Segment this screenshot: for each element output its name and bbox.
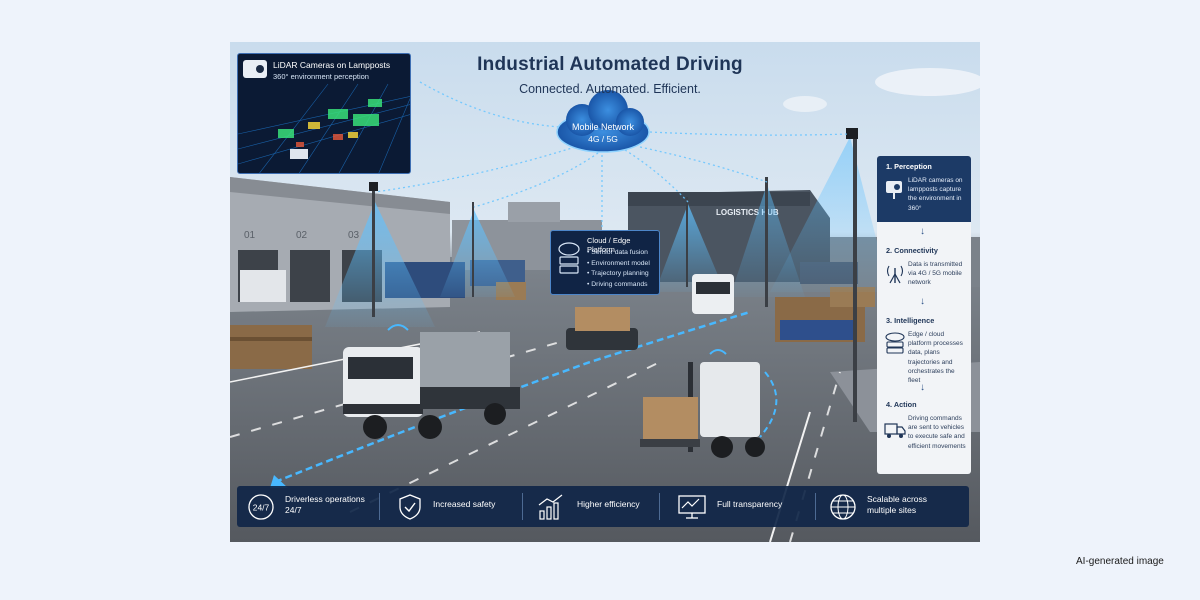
feature-efficiency: Higher efficiency <box>537 486 657 527</box>
lidar-panel: LiDAR Cameras on Lampposts 360° environm… <box>237 53 411 174</box>
lidar-camera-icon <box>886 181 902 199</box>
mobile-network-subtitle: 4G / 5G <box>588 134 618 144</box>
process-steps-panel: 1. Perception LiDAR cameras on lampposts… <box>877 156 971 474</box>
step-perception: 1. Perception LiDAR cameras on lampposts… <box>877 156 971 222</box>
step-title: 2. Connectivity <box>886 246 938 255</box>
monitor-chart-icon <box>678 495 706 519</box>
edge-platform-item: • Sensor data fusion <box>587 249 648 256</box>
step-title: 3. Intelligence <box>886 316 935 325</box>
feature-label: Full transparency <box>717 499 783 509</box>
feature-divider <box>379 493 380 520</box>
step-text: Driving commands are sent to vehicles to… <box>908 415 966 450</box>
mobile-network-cloud-icon <box>556 90 650 153</box>
feature-divider <box>522 493 523 520</box>
edge-platform-item: • Environment model <box>587 259 650 267</box>
arrow-down-icon: ↓ <box>920 226 925 237</box>
arrow-down-icon: ↓ <box>920 296 925 307</box>
autonomous-forklift <box>640 349 765 458</box>
autonomous-truck <box>343 324 520 439</box>
truck-icon <box>884 423 906 438</box>
server-cloud-icon <box>558 242 580 274</box>
feature-divider <box>659 493 660 520</box>
edge-platform-title: Cloud / Edge Platform <box>587 236 631 254</box>
step-text: LiDAR cameras on lampposts capture the e… <box>908 177 963 212</box>
feature-label: Increased safety <box>433 499 496 509</box>
dock-number-1: 01 <box>244 230 256 241</box>
ai-generated-watermark: AI-generated image <box>1076 556 1164 567</box>
edge-platform-item: • Driving commands <box>587 280 648 288</box>
24-7-icon: 24/7 <box>248 494 274 520</box>
shield-check-icon <box>399 494 421 520</box>
svg-text:24/7: 24/7 <box>253 503 270 513</box>
step-title: 4. Action <box>886 400 917 409</box>
server-cloud-icon <box>885 332 905 354</box>
arrow-down-icon: ↓ <box>920 382 925 393</box>
edge-platform-item: • Trajectory planning <box>587 270 649 277</box>
step-text: Edge / cloud platform processes data, pl… <box>908 331 963 385</box>
ai-illustration: 01 02 03 LOGISTICS HUB <box>230 42 980 542</box>
bar-chart-icon <box>538 494 563 520</box>
step-text: Data is transmitted via 4G / 5G mobile n… <box>908 261 963 287</box>
step-title: 1. Perception <box>886 162 932 171</box>
dock-number-3: 03 <box>348 230 360 241</box>
logistics-hub-sign: LOGISTICS HUB <box>716 208 779 217</box>
feature-label: Higher efficiency <box>577 499 640 509</box>
feature-divider <box>815 493 816 520</box>
dock-number-2: 02 <box>296 230 308 241</box>
page-subtitle: Connected. Automated. Efficient. <box>519 82 701 96</box>
mobile-network-title: Mobile Network <box>571 122 635 132</box>
lidar-panel-title: LiDAR Cameras on Lampposts <box>273 60 391 70</box>
mobile-network-label: Mobile Network 4G / 5G <box>556 92 650 150</box>
edge-platform-panel: Cloud / Edge Platform • Sensor data fusi… <box>550 230 660 295</box>
feature-safety: Increased safety <box>397 486 517 527</box>
antenna-icon <box>886 265 904 284</box>
lidar-panel-subtitle: 360° environment perception <box>273 72 369 81</box>
lidar-point-cloud-visual <box>238 83 410 173</box>
feature-transparency: Full transparency <box>677 486 807 527</box>
lidar-camera-icon <box>243 60 267 78</box>
globe-icon <box>830 494 856 520</box>
page-title: Industrial Automated Driving <box>477 54 743 75</box>
